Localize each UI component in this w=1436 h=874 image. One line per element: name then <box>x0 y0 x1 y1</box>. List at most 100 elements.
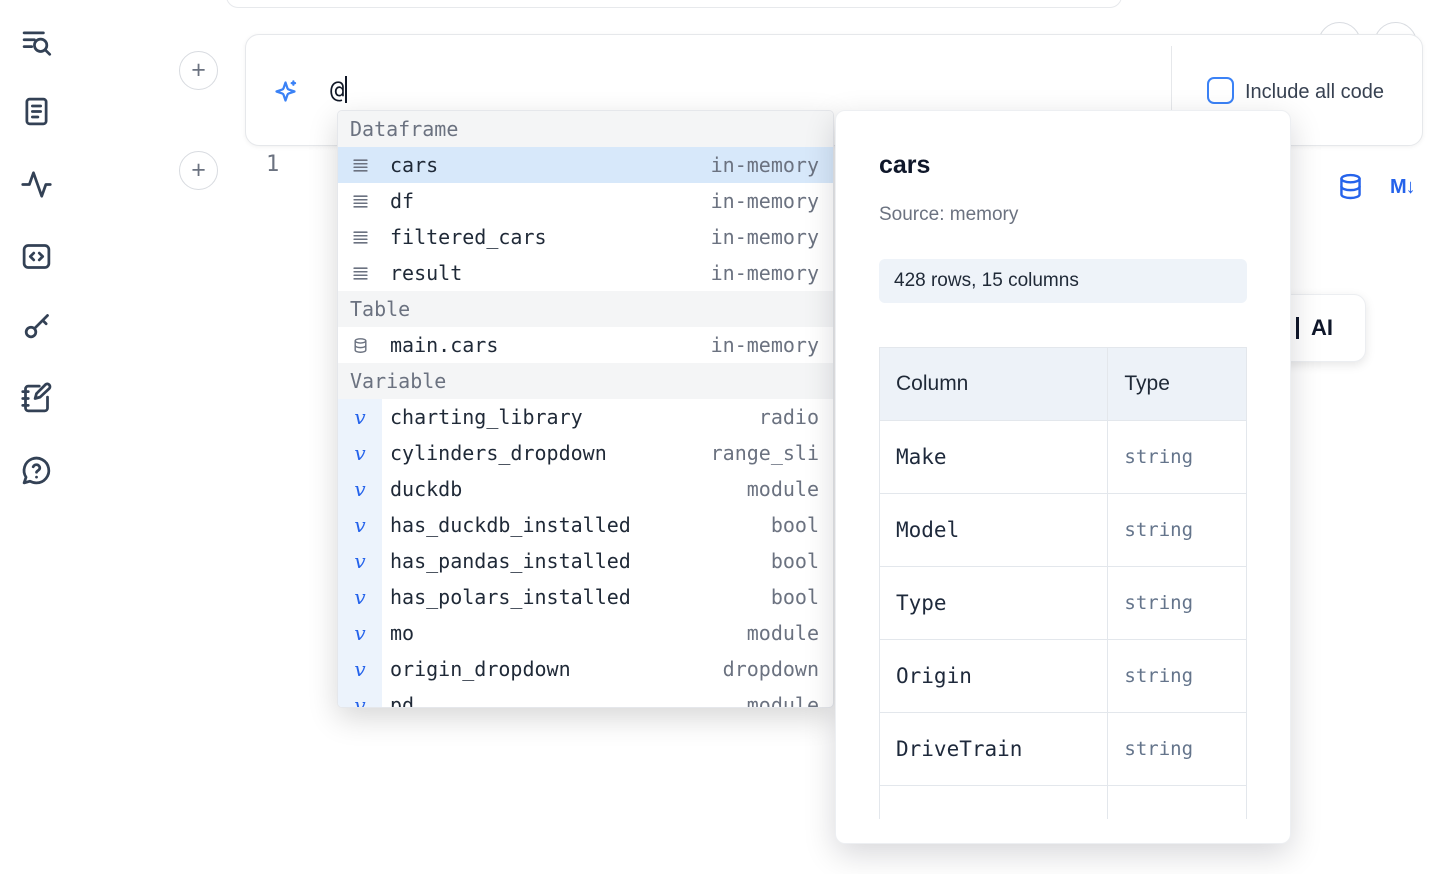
file-icon[interactable] <box>18 93 54 129</box>
schema-column-type: string <box>1107 420 1247 494</box>
completion-name: has_duckdb_installed <box>390 513 631 537</box>
completion-type: in-memory <box>710 333 819 357</box>
prompt-input[interactable]: @ <box>330 76 348 104</box>
completion-type: bool <box>770 549 819 573</box>
completion-item-filtered-cars[interactable]: filtered_cars in-memory <box>338 219 833 255</box>
schema-column-name <box>879 785 1109 819</box>
schema-column-name: Type <box>879 566 1109 640</box>
schema-row: Make string <box>879 420 1247 494</box>
variable-icon: v <box>338 543 382 579</box>
add-cell-button-bottom[interactable]: + <box>179 151 218 190</box>
dataframe-detail-popup: cars Source: memory 428 rows, 15 columns… <box>835 110 1291 844</box>
schema-column-type <box>1107 785 1247 819</box>
variable-icon: v <box>338 399 382 435</box>
panel-divider <box>1171 46 1172 136</box>
completion-name: main.cars <box>390 333 499 357</box>
completion-item-has-pandas-installed[interactable]: v has_pandas_installed bool <box>338 543 833 579</box>
completion-name: mo <box>390 621 415 645</box>
section-header-table: Table <box>338 291 833 327</box>
ai-button-label: AI <box>1311 315 1333 340</box>
completion-name: filtered_cars <box>390 225 547 249</box>
schema-header-row: Column Type <box>879 347 1247 421</box>
schema-row: Type string <box>879 566 1247 640</box>
markdown-icon: M↓ <box>1390 176 1416 198</box>
completion-type: in-memory <box>710 153 819 177</box>
completion-type: bool <box>770 513 819 537</box>
completion-type: radio <box>758 405 819 429</box>
activity-icon[interactable] <box>18 166 54 202</box>
include-all-code-label: Include all code <box>1245 81 1384 103</box>
completion-name: origin_dropdown <box>390 657 571 681</box>
variable-icon: v <box>338 579 382 615</box>
completion-item-charting-library[interactable]: v charting_library radio <box>338 399 833 435</box>
completion-type: module <box>746 477 819 501</box>
schema-column-type: string <box>1107 566 1247 640</box>
completion-name: has_polars_installed <box>390 585 631 609</box>
add-cell-button-top[interactable]: + <box>179 51 218 90</box>
completion-item-df[interactable]: df in-memory <box>338 183 833 219</box>
completion-type: bool <box>770 585 819 609</box>
include-all-code-checkbox[interactable] <box>1207 77 1234 104</box>
notebook-pen-icon[interactable] <box>18 380 54 416</box>
schema-header-column: Column <box>879 347 1109 421</box>
popup-source: Source: memory <box>879 204 1019 225</box>
completion-item-cylinders-dropdown[interactable]: v cylinders_dropdown range_sli <box>338 435 833 471</box>
schema-table-wrapper: Column Type Make string Model string Typ… <box>879 347 1249 819</box>
completion-type: in-memory <box>710 189 819 213</box>
completion-item-cars[interactable]: cars in-memory <box>338 147 833 183</box>
completion-item-has-duckdb-installed[interactable]: v has_duckdb_installed bool <box>338 507 833 543</box>
schema-column-name: DriveTrain <box>879 712 1109 786</box>
schema-table: Column Type Make string Model string Typ… <box>879 347 1247 819</box>
help-chat-icon[interactable] <box>18 452 54 488</box>
schema-column-type: string <box>1107 493 1247 567</box>
schema-column-type: string <box>1107 712 1247 786</box>
completion-item-mo[interactable]: v mo module <box>338 615 833 651</box>
completion-item-partial[interactable]: v pd module <box>338 687 833 708</box>
database-icon <box>338 327 382 363</box>
schema-row: Model string <box>879 493 1247 567</box>
completion-type: range_sli <box>710 441 819 465</box>
previous-cell <box>226 0 1122 8</box>
sparkles-icon <box>272 78 299 105</box>
prompt-text: @ <box>330 76 345 104</box>
variable-icon: v <box>338 471 382 507</box>
schema-row: DriveTrain string <box>879 712 1247 786</box>
popup-title: cars <box>879 151 931 179</box>
completion-name: df <box>390 189 415 213</box>
completion-name: has_pandas_installed <box>390 549 631 573</box>
completion-item-origin-dropdown[interactable]: v origin_dropdown dropdown <box>338 651 833 687</box>
schema-column-type: string <box>1107 639 1247 713</box>
schema-header-type: Type <box>1107 347 1247 421</box>
completion-type: module <box>746 693 819 708</box>
schema-row: Origin string <box>879 639 1247 713</box>
completion-type: in-memory <box>710 261 819 285</box>
section-header-dataframe: Dataframe <box>338 111 833 147</box>
schema-column-name: Origin <box>879 639 1109 713</box>
ai-button-divider <box>1296 317 1299 339</box>
mention-autocomplete-dropdown: Dataframe cars in-memory df in-memory fi… <box>337 110 834 708</box>
section-header-variable: Variable <box>338 363 833 399</box>
completion-item-has-polars-installed[interactable]: v has_polars_installed bool <box>338 579 833 615</box>
variable-icon: v <box>338 507 382 543</box>
convert-to-markdown-button[interactable]: M↓ <box>1390 176 1416 199</box>
schema-column-name: Make <box>879 420 1109 494</box>
completion-name: result <box>390 261 463 285</box>
completion-name: cylinders_dropdown <box>390 441 607 465</box>
variable-icon: v <box>338 615 382 651</box>
completion-name: pd <box>390 693 415 708</box>
code-square-icon[interactable] <box>18 238 54 274</box>
dataframe-rows-icon <box>338 147 382 183</box>
database-icon <box>1340 173 1361 200</box>
shape-badge: 428 rows, 15 columns <box>879 259 1247 303</box>
dataframe-rows-icon <box>338 183 382 219</box>
dataframe-rows-icon <box>338 255 382 291</box>
search-list-icon[interactable] <box>18 24 54 60</box>
completion-name: cars <box>390 153 439 177</box>
completion-item-main-cars[interactable]: main.cars in-memory <box>338 327 833 363</box>
key-icon[interactable] <box>18 308 54 344</box>
completion-item-result[interactable]: result in-memory <box>338 255 833 291</box>
convert-to-sql-button[interactable] <box>1336 172 1365 201</box>
completion-item-duckdb[interactable]: v duckdb module <box>338 471 833 507</box>
variable-icon: v <box>338 687 382 707</box>
line-number: 1 <box>266 152 280 177</box>
